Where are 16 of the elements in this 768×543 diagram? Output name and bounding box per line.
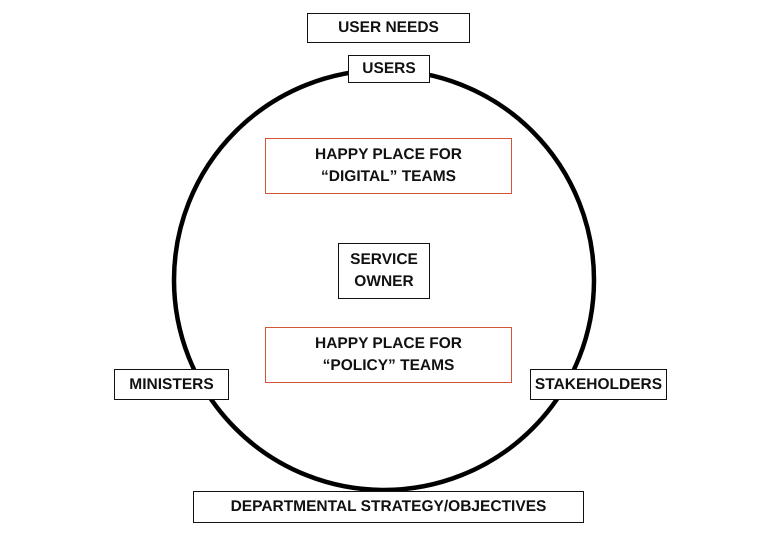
box-label: DEPARTMENTAL STRATEGY/OBJECTIVES (230, 497, 546, 517)
box-label: MINISTERS (129, 374, 214, 394)
box-label: HAPPY PLACE FOR “DIGITAL” TEAMS (314, 145, 463, 187)
label-box (348, 55, 430, 83)
label-box (307, 13, 470, 43)
box-label: USER NEEDS (338, 18, 439, 38)
box-label: USERS (362, 59, 416, 79)
label-box (114, 369, 229, 400)
label-box (530, 369, 667, 400)
box-label: HAPPY PLACE FOR “POLICY” TEAMS (314, 334, 463, 376)
label-box (338, 243, 430, 299)
box-label: SERVICE OWNER (350, 250, 418, 292)
label-box (193, 491, 584, 523)
label-box (265, 327, 512, 383)
label-box (265, 138, 512, 194)
box-label: STAKEHOLDERS (534, 374, 662, 394)
